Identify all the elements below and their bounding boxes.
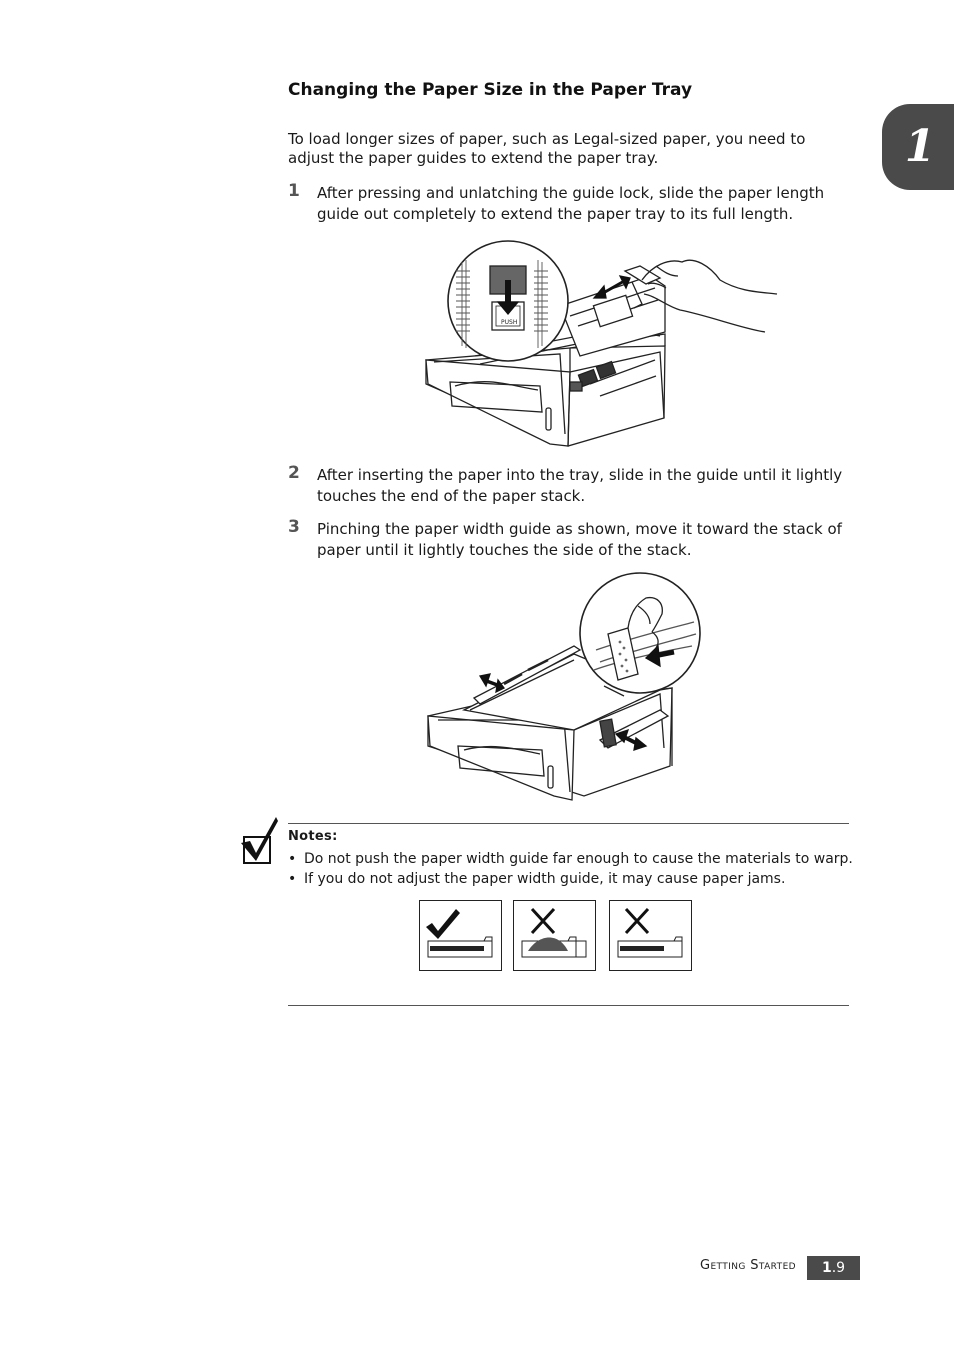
step-number: 3 [288, 517, 300, 537]
step-text: After inserting the paper into the tray,… [317, 466, 843, 505]
intro-paragraph: To load longer sizes of paper, such as L… [288, 130, 806, 167]
cross-icon [530, 907, 556, 935]
check-icon [426, 909, 460, 939]
push-label: PUSH [501, 319, 517, 326]
step-1: 1 After pressing and unlatching the guid… [288, 181, 854, 225]
note-item: Do not push the paper width guide far en… [288, 849, 854, 869]
page-number: 1.9 [807, 1256, 860, 1280]
step-2: 2 After inserting the paper into the tra… [288, 463, 854, 507]
tray-extend-illustration: PUSH [425, 240, 778, 447]
step-3: 3 Pinching the paper width guide as show… [288, 517, 854, 561]
checkmark-note-icon [241, 817, 278, 864]
cross-icon [624, 907, 650, 935]
step-number: 2 [288, 463, 300, 483]
step-text: Pinching the paper width guide as shown,… [317, 520, 842, 559]
notes-bottom-divider [288, 1005, 849, 1006]
notes-top-divider [288, 823, 849, 824]
incorrect-warp-thumbnail [513, 900, 596, 971]
chapter-tab: 1 [882, 104, 954, 190]
width-guide-illustration [427, 572, 701, 801]
notes-title: Notes: [288, 829, 338, 844]
notes-list: Do not push the paper width guide far en… [288, 849, 854, 889]
correct-guide-thumbnail [419, 900, 502, 971]
incorrect-loose-thumbnail [609, 900, 692, 971]
note-item: If you do not adjust the paper width gui… [288, 869, 854, 889]
footer-section-label: Getting Started [699, 1258, 796, 1273]
section-heading: Changing the Paper Size in the Paper Tra… [288, 80, 693, 100]
step-number: 1 [288, 181, 300, 201]
step-text: After pressing and unlatching the guide … [317, 184, 825, 223]
